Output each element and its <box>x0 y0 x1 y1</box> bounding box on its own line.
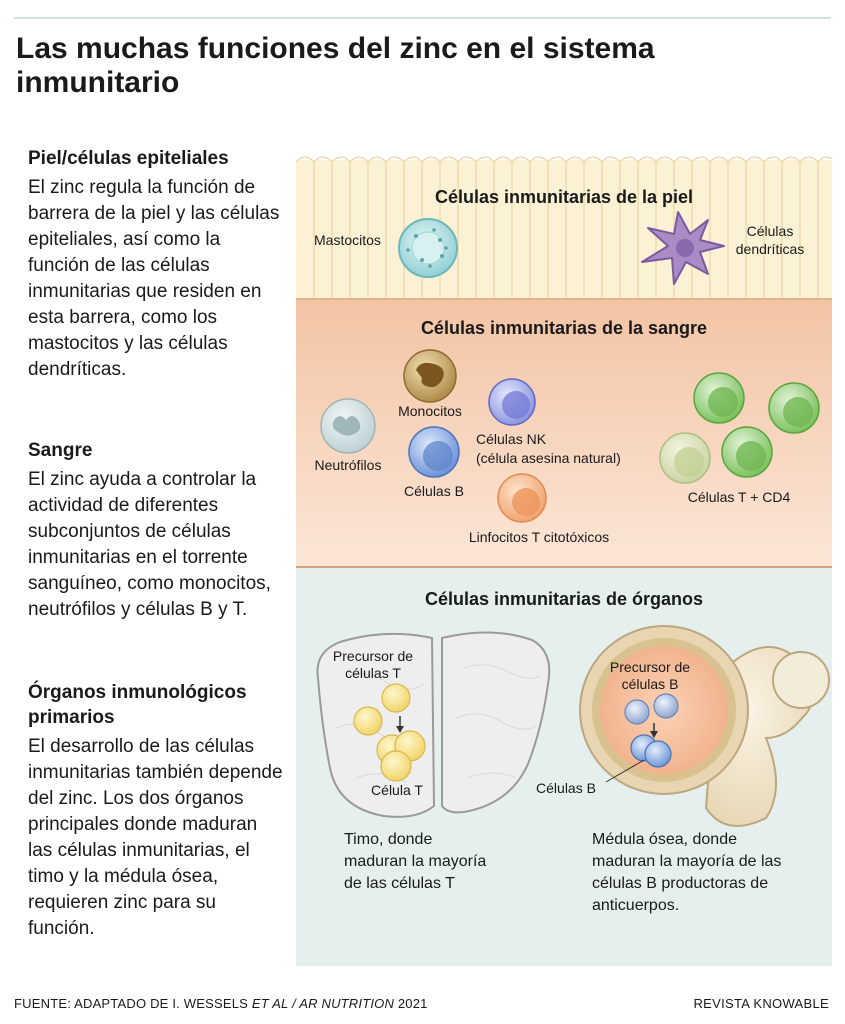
organs-panel-title: Células inmunitarias de órganos <box>425 589 703 609</box>
label-celula-t: Célula T <box>371 782 423 798</box>
pointer-line <box>605 759 645 783</box>
arrow-icon <box>396 716 404 733</box>
label-tprec-1: Precursor de <box>333 648 413 664</box>
marrow-caption-2: maduran la mayoría de las <box>592 853 781 870</box>
page-title: Las muchas funciones del zinc en el sist… <box>16 32 655 99</box>
marrow-caption-4: anticuerpos. <box>592 897 679 914</box>
b-precursor-cells <box>624 693 679 725</box>
marrow-caption-3: células B productoras de <box>592 875 768 892</box>
section-skin: Piel/células epiteliales El zinc regula … <box>28 146 283 383</box>
label-bprec-2: células B <box>622 676 679 692</box>
section-skin-body: El zinc regula la función de barrera de … <box>28 177 280 380</box>
nk-cell <box>488 378 536 426</box>
section-organs: Órganos inmunológicos primarios El desar… <box>28 680 283 942</box>
monocyte-cell <box>403 349 457 403</box>
source-prefix: FUENTE: ADAPTADO DE I. WESSELS <box>14 996 252 1011</box>
label-dendritic-1: Células <box>747 223 794 239</box>
skin-panel: Células inmunitarias de la piel Mastocit… <box>296 150 832 300</box>
t-mature-cells <box>376 730 426 782</box>
label-tprec-2: células T <box>345 665 401 681</box>
section-blood-body: El zinc ayuda a controlar la actividad d… <box>28 469 271 620</box>
label-dendritic-2: dendríticas <box>736 241 804 257</box>
label-nk-2: (célula asesina natural) <box>476 450 621 466</box>
section-blood: Sangre El zinc ayuda a controlar la acti… <box>28 438 283 623</box>
organs-panel: Células inmunitarias de órganos Precurso… <box>296 568 832 966</box>
label-mastocitos: Mastocitos <box>314 232 381 248</box>
mast-cell <box>398 218 458 278</box>
bcell-cell <box>408 426 460 478</box>
label-bprec-1: Precursor de <box>610 659 690 675</box>
skin-panel-title: Células inmunitarias de la piel <box>435 187 693 207</box>
blood-panel: Células inmunitarias de la sangre Monoci… <box>296 300 832 568</box>
t-precursor-cells <box>353 683 411 736</box>
section-organs-body: El desarrollo de las células inmunitaria… <box>28 736 283 939</box>
thymus-caption-1: Timo, donde <box>344 831 432 848</box>
label-neutrofilos: Neutrófilos <box>315 457 382 473</box>
publisher-credit: REVISTA KNOWABLE <box>693 996 829 1011</box>
top-rule <box>14 17 831 19</box>
source-credit: FUENTE: ADAPTADO DE I. WESSELS ET AL / A… <box>14 996 428 1011</box>
marrow-caption-1: Médula ósea, donde <box>592 831 737 848</box>
label-citotoxicos: Linfocitos T citotóxicos <box>469 529 609 545</box>
thymus-caption-2: maduran la mayoría <box>344 853 486 870</box>
neutrophil-cell <box>320 398 376 454</box>
section-organs-heading: Órganos inmunológicos primarios <box>28 682 247 728</box>
section-blood-heading: Sangre <box>28 440 93 461</box>
source-suffix: 2021 <box>394 996 428 1011</box>
arrow-icon <box>650 723 658 738</box>
section-skin-heading: Piel/células epiteliales <box>28 148 229 169</box>
source-italic: ET AL / AR NUTRITION <box>251 996 395 1011</box>
label-celulas-b: Células B <box>404 483 464 499</box>
tcd4-cells <box>659 372 820 484</box>
label-monocitos: Monocitos <box>398 403 462 419</box>
b-mature-cells <box>630 734 672 768</box>
cytotoxic-cell <box>497 473 547 523</box>
label-tcd4: Células T + CD4 <box>688 489 791 505</box>
label-celulas-b-organ: Células B <box>536 780 596 796</box>
label-nk-1: Células NK <box>476 431 547 447</box>
blood-panel-title: Células inmunitarias de la sangre <box>421 318 707 338</box>
thymus-caption-3: de las células T <box>344 875 455 892</box>
dendritic-cell <box>641 211 725 285</box>
bone-marrow-illustration <box>579 625 830 827</box>
